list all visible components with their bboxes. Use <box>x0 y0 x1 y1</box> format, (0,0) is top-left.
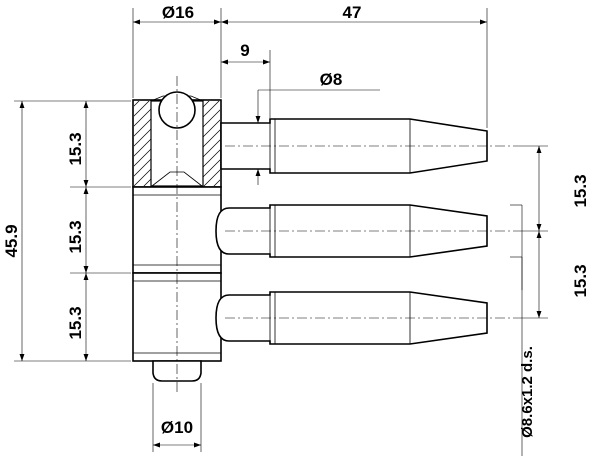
dim-pitch-right-1: 15.3 <box>571 174 590 207</box>
dim-collar-length: 9 <box>240 41 249 60</box>
steel-ball <box>158 91 196 129</box>
dim-overall-length: 47 <box>343 3 362 22</box>
threaded-pin-bottom <box>215 291 522 345</box>
dim-overall-height: 45.9 <box>2 224 21 257</box>
dimension-top <box>132 8 488 185</box>
dim-segment-left-1: 15.3 <box>66 132 85 165</box>
dimension-bottom <box>152 383 202 452</box>
dim-top-diameter: Ø16 <box>162 3 194 22</box>
dim-pin-diameter: Ø8 <box>320 70 343 89</box>
dimension-right <box>510 145 548 456</box>
dimension-left <box>14 100 131 362</box>
section-hatching <box>134 101 220 186</box>
dim-thread-spec: Ø8.6x1.2 d.s. <box>519 346 536 438</box>
dim-segment-left-3: 15.3 <box>66 306 85 339</box>
hinge-body <box>132 76 222 392</box>
threaded-pin-middle <box>215 204 522 258</box>
dim-segment-left-2: 15.3 <box>66 220 85 253</box>
dim-pitch-right-2: 15.3 <box>571 264 590 297</box>
dim-bottom-diameter: Ø10 <box>161 418 193 437</box>
threaded-pin-top <box>220 118 522 174</box>
